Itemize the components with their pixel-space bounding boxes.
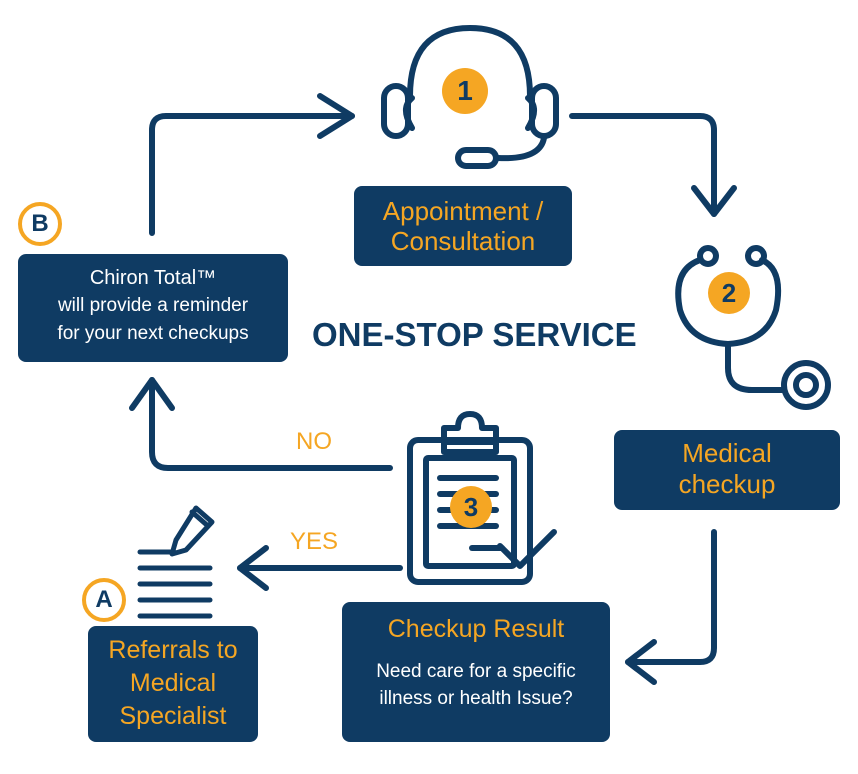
chiron-reminder-line-1: Chiron Total™ [89, 267, 217, 289]
chiron-reminder-line-3: for your next checkups [57, 323, 249, 344]
stethoscope-icon [675, 245, 831, 410]
yes-label: YES [290, 528, 339, 555]
referrals-box: Referrals to Medical Specialist [88, 626, 258, 742]
referrals-label-line-3: Specialist [119, 702, 227, 730]
arrow-b-to-appointment [149, 93, 355, 236]
appointment-label-line-1: Appointment / [382, 196, 544, 226]
checkup-result-box: Checkup Result Need care for a specific … [342, 602, 610, 742]
diagram-title: ONE-STOP SERVICE [312, 316, 637, 353]
step-3-badge: 3 [450, 486, 492, 528]
referrals-label-line-2: Medical [129, 669, 217, 697]
arrow-yes-to-referral [237, 545, 403, 591]
step-2-badge: 2 [708, 272, 750, 314]
pen-document-icon [137, 505, 215, 619]
chiron-reminder-line-2: will provide a reminder [57, 295, 249, 316]
checkup-result-question-line-2: illness or health Issue? [379, 688, 573, 709]
headset-icon [381, 25, 559, 169]
appointment-label-line-2: Consultation [390, 226, 536, 256]
chiron-reminder-box: Chiron Total™ will provide a reminder fo… [18, 254, 288, 362]
medical-checkup-label-line-2: checkup [678, 469, 776, 499]
arrow-no-to-reminder [129, 377, 393, 471]
option-b-badge: B [18, 202, 62, 246]
medical-checkup-label-line-1: Medical [682, 438, 772, 468]
arrow-checkup-to-result [625, 529, 717, 685]
referrals-label-line-1: Referrals to [108, 636, 238, 664]
option-a-badge: A [82, 578, 126, 622]
arrow-appointment-to-checkup [569, 113, 737, 217]
medical-checkup-box: Medical checkup [614, 430, 840, 510]
checkup-result-question-line-1: Need care for a specific [376, 661, 576, 682]
step-1-badge: 1 [442, 68, 488, 114]
appointment-consultation-box: Appointment / Consultation [354, 186, 572, 266]
checkup-result-title: Checkup Result [387, 615, 565, 643]
no-label: NO [296, 428, 332, 455]
